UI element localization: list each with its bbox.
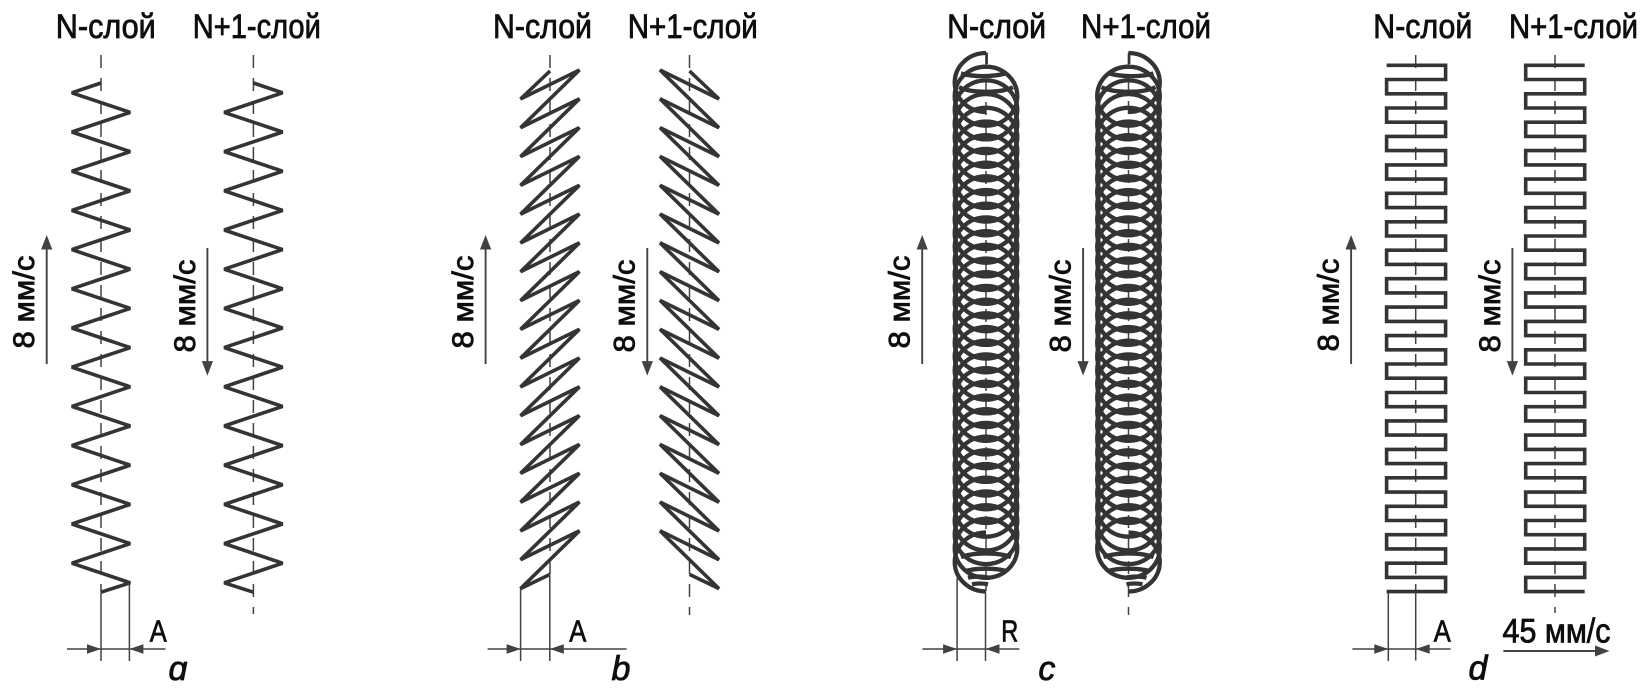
svg-text:45 мм/с: 45 мм/с	[1503, 613, 1611, 651]
svg-text:8 мм/с: 8 мм/с	[1045, 260, 1078, 353]
svg-text:A: A	[1434, 614, 1451, 649]
svg-text:N+1-слой: N+1-слой	[193, 8, 321, 46]
svg-text:8 мм/с: 8 мм/с	[169, 260, 202, 353]
svg-text:N-слой: N-слой	[493, 8, 592, 46]
svg-text:N+1-слой: N+1-слой	[1509, 8, 1638, 46]
svg-text:b: b	[611, 650, 630, 688]
svg-text:N-слой: N-слой	[56, 8, 156, 46]
svg-text:R: R	[1001, 614, 1018, 649]
svg-text:8 мм/с: 8 мм/с	[447, 256, 480, 349]
svg-text:c: c	[1038, 650, 1055, 688]
svg-text:N+1-слой: N+1-слой	[1081, 8, 1211, 46]
svg-text:N-слой: N-слой	[1373, 8, 1472, 46]
svg-text:A: A	[150, 614, 167, 649]
svg-text:8 мм/с: 8 мм/с	[609, 260, 642, 353]
svg-text:8 мм/с: 8 мм/с	[8, 256, 41, 349]
svg-text:8 мм/с: 8 мм/с	[1474, 260, 1507, 353]
svg-text:ɑ: ɑ	[169, 650, 188, 688]
svg-text:d: d	[1469, 650, 1489, 688]
svg-text:8 мм/с: 8 мм/с	[884, 256, 917, 349]
svg-text:8 мм/с: 8 мм/с	[1313, 259, 1346, 352]
svg-text:N+1-слой: N+1-слой	[628, 8, 758, 46]
svg-text:N-слой: N-слой	[947, 8, 1046, 46]
svg-text:A: A	[569, 614, 586, 649]
